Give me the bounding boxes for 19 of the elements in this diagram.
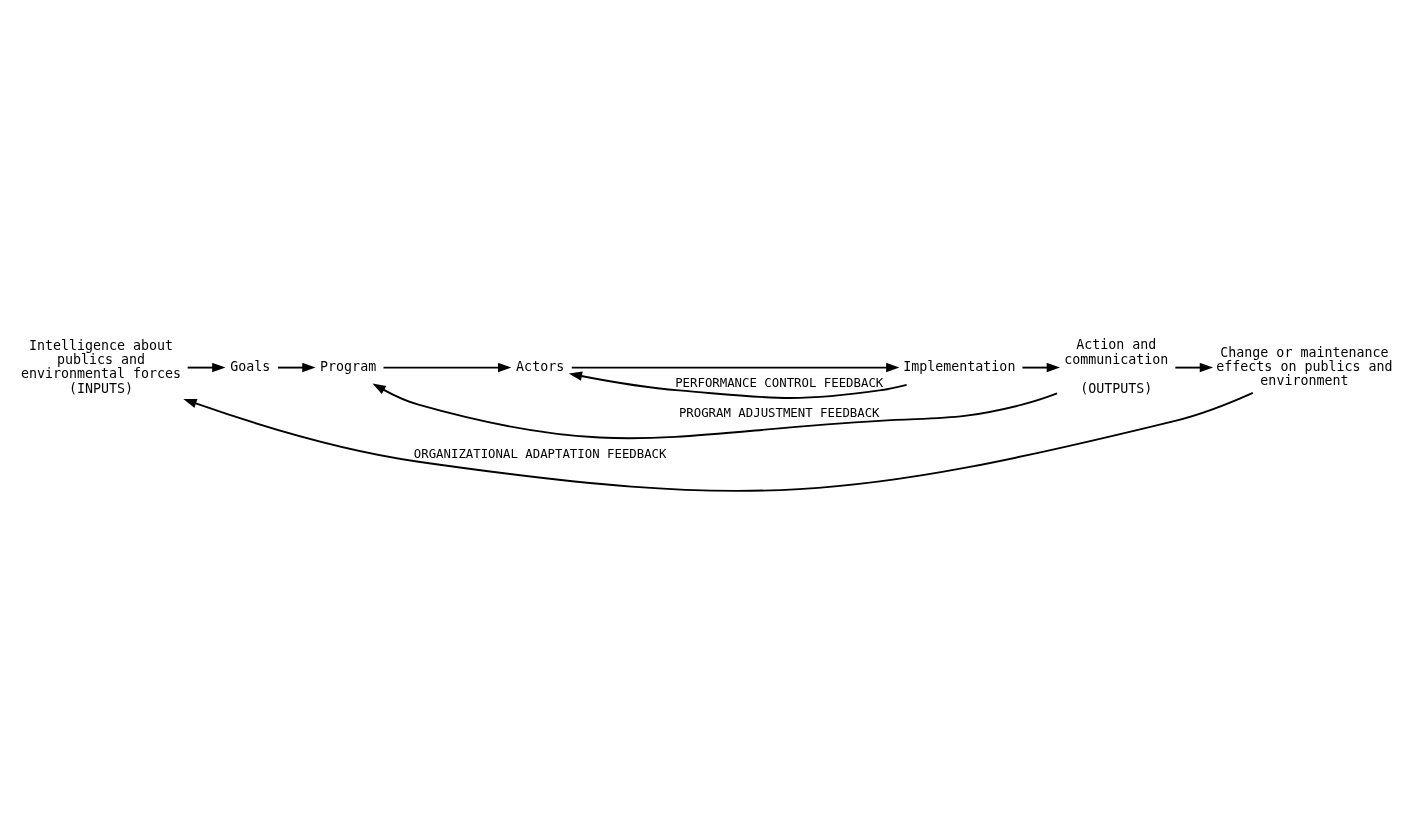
- node-text: Actors: [516, 358, 565, 374]
- edge-label: PERFORMANCE CONTROL FEEDBACK: [675, 375, 884, 390]
- arrow: [1174, 362, 1214, 372]
- edge-label: PROGRAM ADJUSTMENT FEEDBACK: [678, 405, 880, 420]
- arrow: [1021, 362, 1060, 372]
- edge-label: ORGANIZATIONAL ADAPTATION FEEDBACK: [413, 446, 667, 461]
- node-text: Program: [320, 358, 377, 374]
- node-text: Goals: [230, 358, 271, 374]
- arrow: [186, 362, 226, 372]
- node-text: Action and communication (OUTPUTS): [1064, 336, 1169, 396]
- arrow: [372, 382, 1059, 439]
- arrow: [183, 391, 1254, 492]
- arrow: [568, 371, 908, 399]
- node-text: Change or maintenance effects on publics and environment: [1216, 344, 1393, 388]
- arrow: [276, 362, 316, 372]
- node-text: Implementation: [903, 358, 1016, 374]
- arrow: [570, 362, 900, 372]
- arrow: [382, 362, 512, 372]
- node-text: Intelligence about publics and environmental forces (INPUTS): [20, 337, 182, 395]
